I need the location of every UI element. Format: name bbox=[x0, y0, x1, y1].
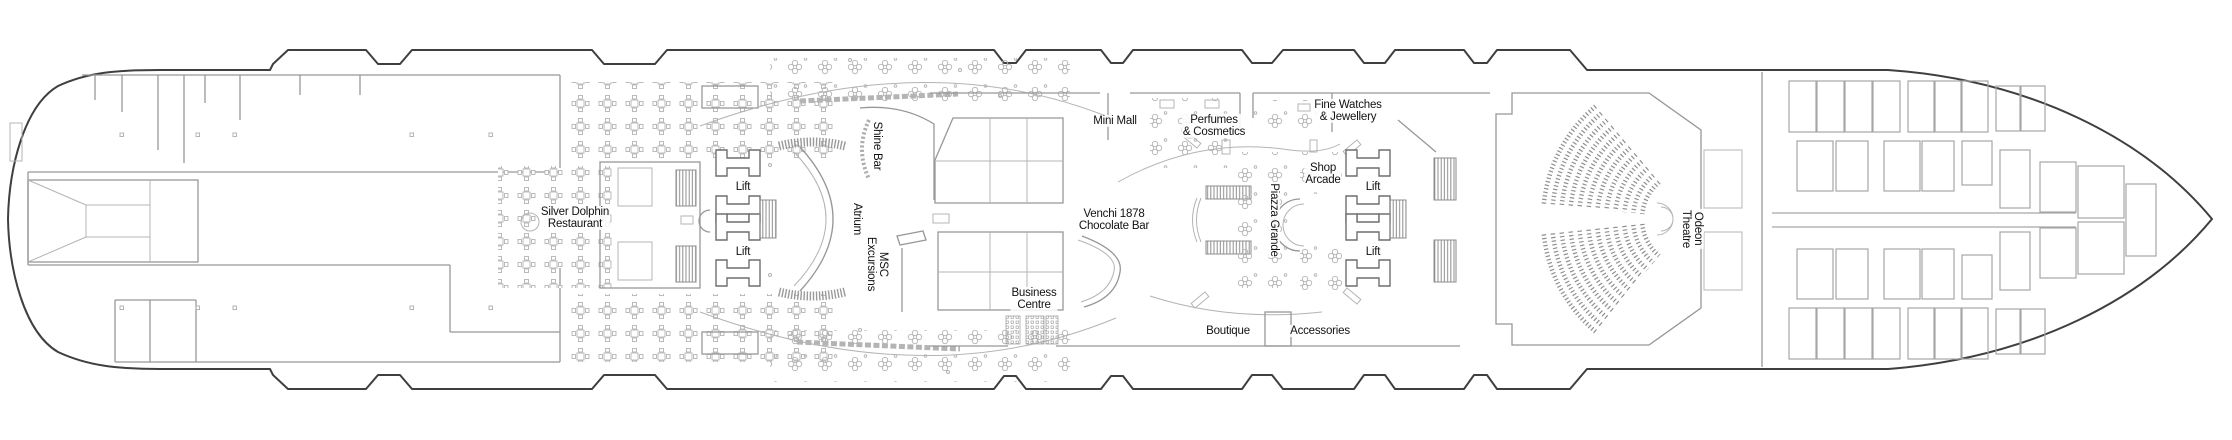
theatre-seats bbox=[1541, 104, 1661, 334]
piazza-area bbox=[1192, 152, 1342, 290]
label-lift-piazza-bottom: Lift bbox=[1364, 245, 1382, 259]
label-piazza-grande: Piazza Grande bbox=[1267, 182, 1281, 258]
label-shop-arcade: Shop Arcade bbox=[1304, 161, 1342, 187]
label-msc-excursions: MSC Excursions bbox=[864, 235, 890, 293]
label-lift-piazza-top: Lift bbox=[1364, 180, 1382, 194]
bow-cabins bbox=[1772, 80, 2157, 360]
label-fine-watches-jewellery: Fine Watches & Jewellery bbox=[1313, 98, 1383, 124]
label-atrium: Atrium bbox=[850, 201, 864, 237]
label-business-centre: Business Centre bbox=[1010, 286, 1058, 312]
theatre-area bbox=[1495, 72, 1763, 367]
label-accessories: Accessories bbox=[1289, 324, 1351, 338]
label-odeon-theatre: Odeon Theatre bbox=[1679, 208, 1705, 250]
atrium-area bbox=[699, 58, 1150, 382]
label-lift-restaurant-bottom: Lift bbox=[734, 245, 752, 259]
label-venchi-chocolate-bar: Venchi 1878 Chocolate Bar bbox=[1077, 207, 1151, 233]
lift-icons-restaurant bbox=[715, 149, 777, 287]
label-mini-mall: Mini Mall bbox=[1092, 114, 1138, 128]
label-silver-dolphin-restaurant: Silver Dolphin Restaurant bbox=[539, 205, 611, 231]
label-boutique: Boutique bbox=[1205, 324, 1251, 338]
label-perfumes-cosmetics: Perfumes & Cosmetics bbox=[1181, 113, 1247, 139]
lift-icons-piazza bbox=[1345, 149, 1457, 287]
stern-rooms bbox=[9, 74, 561, 363]
label-lift-restaurant-top: Lift bbox=[734, 180, 752, 194]
hull-outline bbox=[7, 49, 2213, 390]
label-shine-bar: Shine Bar bbox=[870, 120, 884, 172]
